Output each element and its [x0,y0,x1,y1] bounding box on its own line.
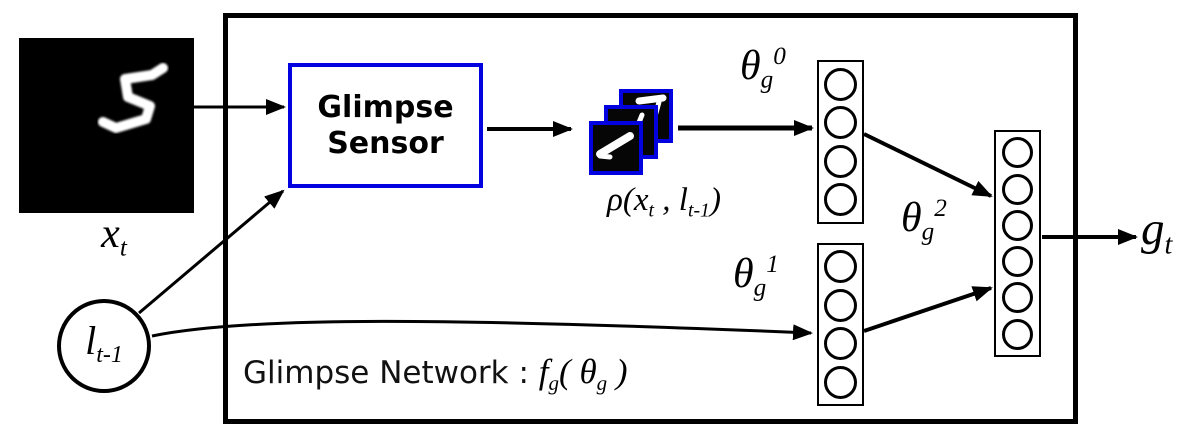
theta2-sup: 2 [934,194,947,222]
neuron-unit [824,67,857,101]
neuron-unit [824,327,857,361]
input-label-x-t: xt [78,210,150,262]
neuron-unit [824,106,857,140]
weights-label-theta-g-0: θg0 [740,42,786,94]
theta2-base: θ [901,195,922,241]
input-image-mnist-digit [19,38,194,213]
hidden-layer-location [817,243,864,406]
neuron-unit [1002,173,1033,205]
caption-open-paren: ( [559,352,580,391]
rho-label-p2: , l [654,182,688,218]
neuron-unit [1002,318,1033,350]
caption-f: f [538,352,549,391]
output-label-g-t: gt [1141,202,1172,261]
neuron-unit [1002,282,1033,314]
rho-label-p1: ρ(x [607,182,649,218]
caption-close-paren: ) [607,352,628,391]
rho-label-sub1: t [648,199,655,222]
theta1-sup: 1 [766,250,779,278]
digit-5-glyph [98,63,168,133]
caption-theta: θ [579,352,597,391]
neuron-unit [1002,209,1033,241]
weights-label-theta-g-1: θg1 [733,250,779,302]
output-layer-g [994,130,1041,357]
caption-formula: fg( θg ) [539,352,628,396]
x-label-sub: t [119,234,127,262]
location-label-l-t-1: lt-1 [85,317,123,369]
x-label-base: x [101,211,120,257]
caption-f-sub: g [548,370,560,395]
caption-prefix: Glimpse Network : [243,355,539,391]
glimpse-sensor-box: Glimpse Sensor [288,63,483,188]
theta0-sub: g [760,66,774,94]
l-label-sub: t-1 [96,341,123,368]
l-label-base: l [85,318,97,364]
theta1-sub: g [753,274,767,302]
weights-label-theta-g-2: θg2 [901,194,947,246]
glimpse-representation-label-rho: ρ(xt , lt-1) [568,182,760,223]
neuron-unit [1002,246,1033,278]
caption-theta-sub: g [596,370,608,395]
neuron-unit [824,183,857,217]
theta2-sub: g [921,218,935,246]
g-label-base: g [1141,203,1165,255]
neuron-unit [824,250,857,284]
figure-caption: Glimpse Network : fg( θg ) [243,352,628,396]
glimpse-patch-front-content [596,132,634,160]
glimpse-patch-front [589,121,643,175]
rho-label-sub2: t-1 [687,199,710,222]
theta1-base: θ [733,251,754,297]
rho-label-p3: ) [709,182,721,218]
location-node-circle: lt-1 [57,299,151,393]
neuron-unit [824,144,857,178]
theta0-base: θ [740,43,761,89]
neuron-unit [1002,137,1033,169]
hidden-layer-glimpse [817,60,864,224]
theta0-sup: 0 [773,42,786,70]
g-label-sub: t [1164,229,1173,261]
neuron-unit [824,365,857,399]
glimpse-sensor-label-line2: Sensor [327,125,444,161]
glimpse-sensor-label-line1: Glimpse [317,90,454,126]
neuron-unit [824,288,857,322]
